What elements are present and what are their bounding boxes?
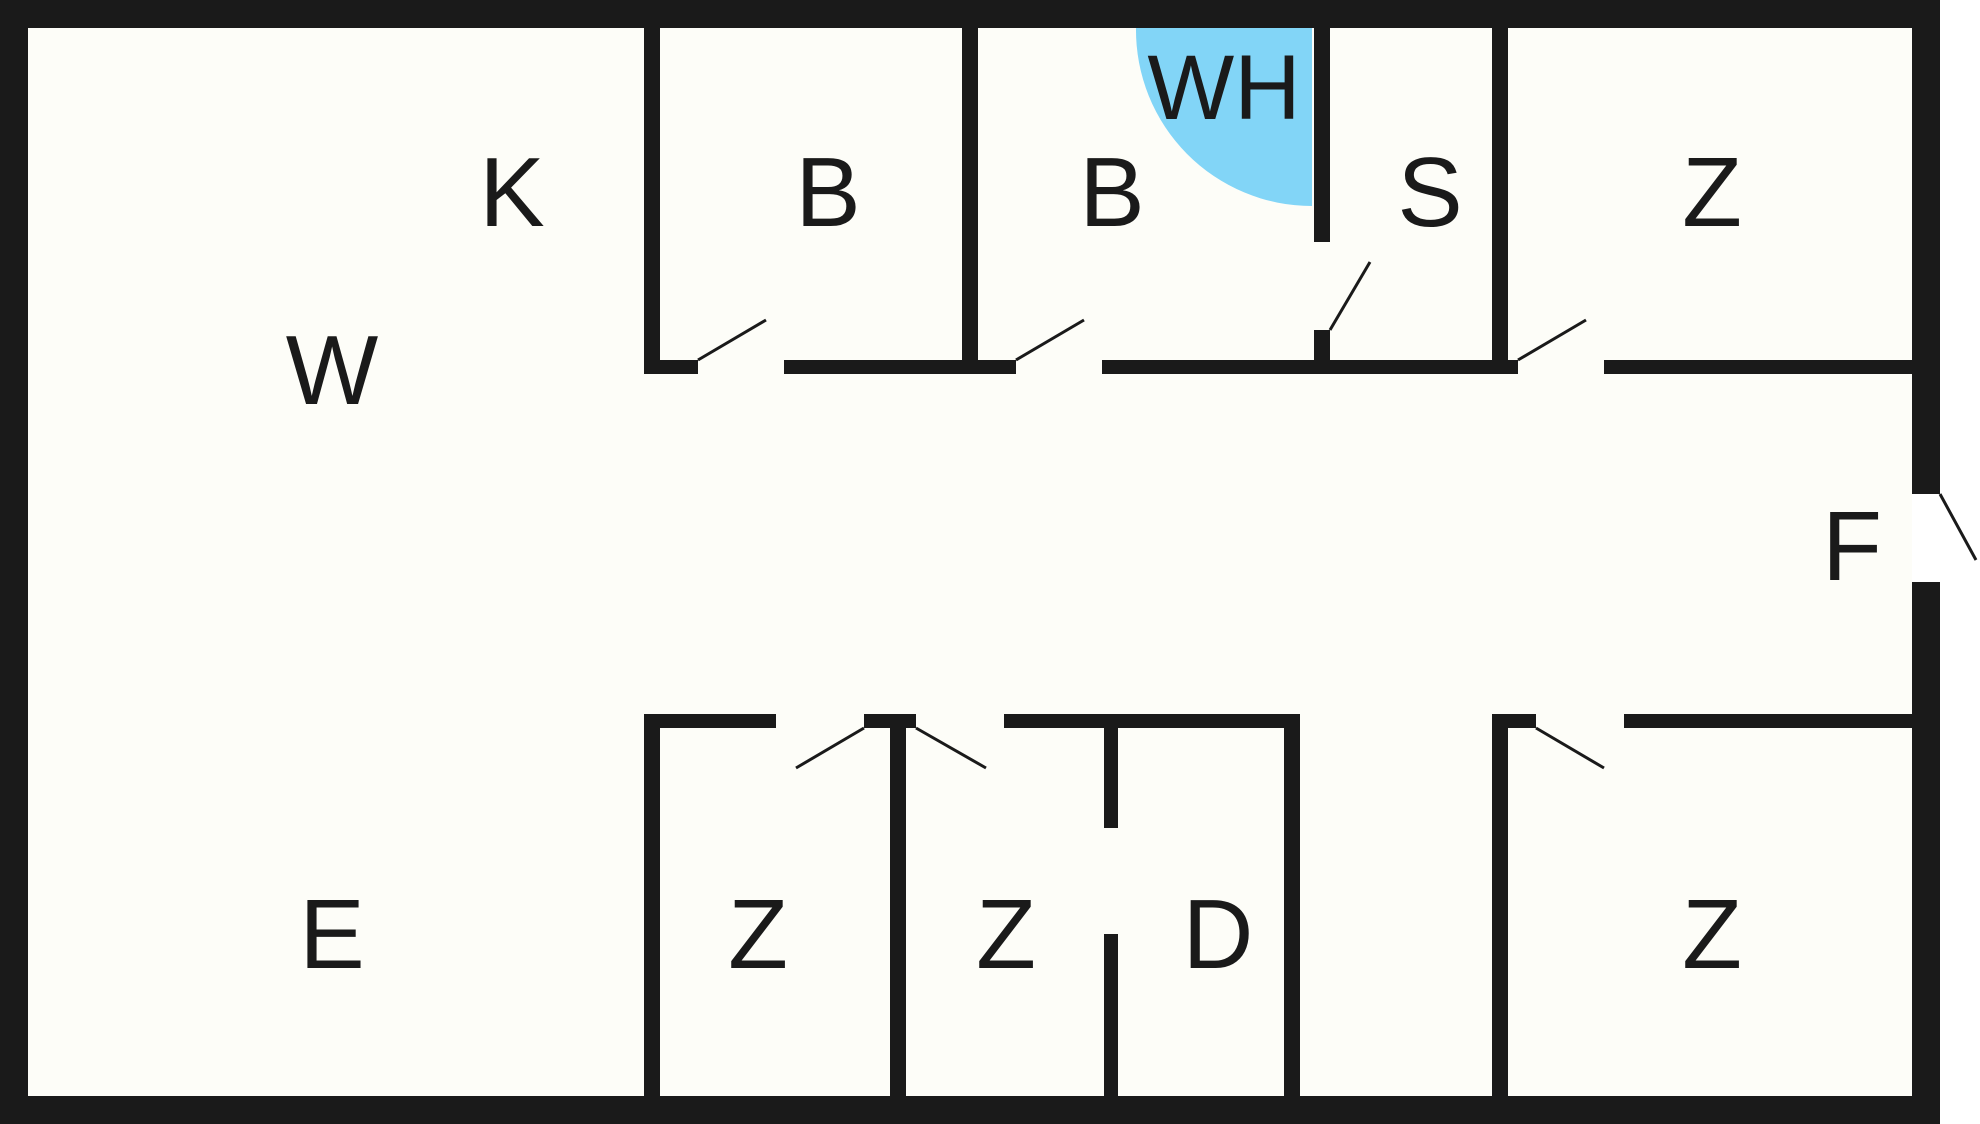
room-label-e: E <box>299 879 364 989</box>
room-label-z-bottom-1: Z <box>728 879 788 989</box>
room-label-z-bottom-2: Z <box>976 879 1036 989</box>
room-label-z-top-right: Z <box>1682 137 1742 247</box>
outer-walls <box>0 0 1940 1124</box>
room-label-w: W <box>286 315 379 425</box>
room-label-wh: WH <box>1147 37 1300 139</box>
room-label-s: S <box>1397 137 1462 247</box>
bottom-door-gaps <box>776 714 1624 728</box>
room-label-b2: B <box>1079 137 1144 247</box>
top-door-gaps <box>698 360 1604 374</box>
door-swings <box>697 261 1978 770</box>
room-label-d: D <box>1183 879 1254 989</box>
room-label-z-bottom-right: Z <box>1682 879 1742 989</box>
room-label-k: K <box>479 137 544 247</box>
water-heater-area <box>1135 28 1312 206</box>
room-label-f: F <box>1822 491 1882 601</box>
room-label-b1: B <box>795 137 860 247</box>
